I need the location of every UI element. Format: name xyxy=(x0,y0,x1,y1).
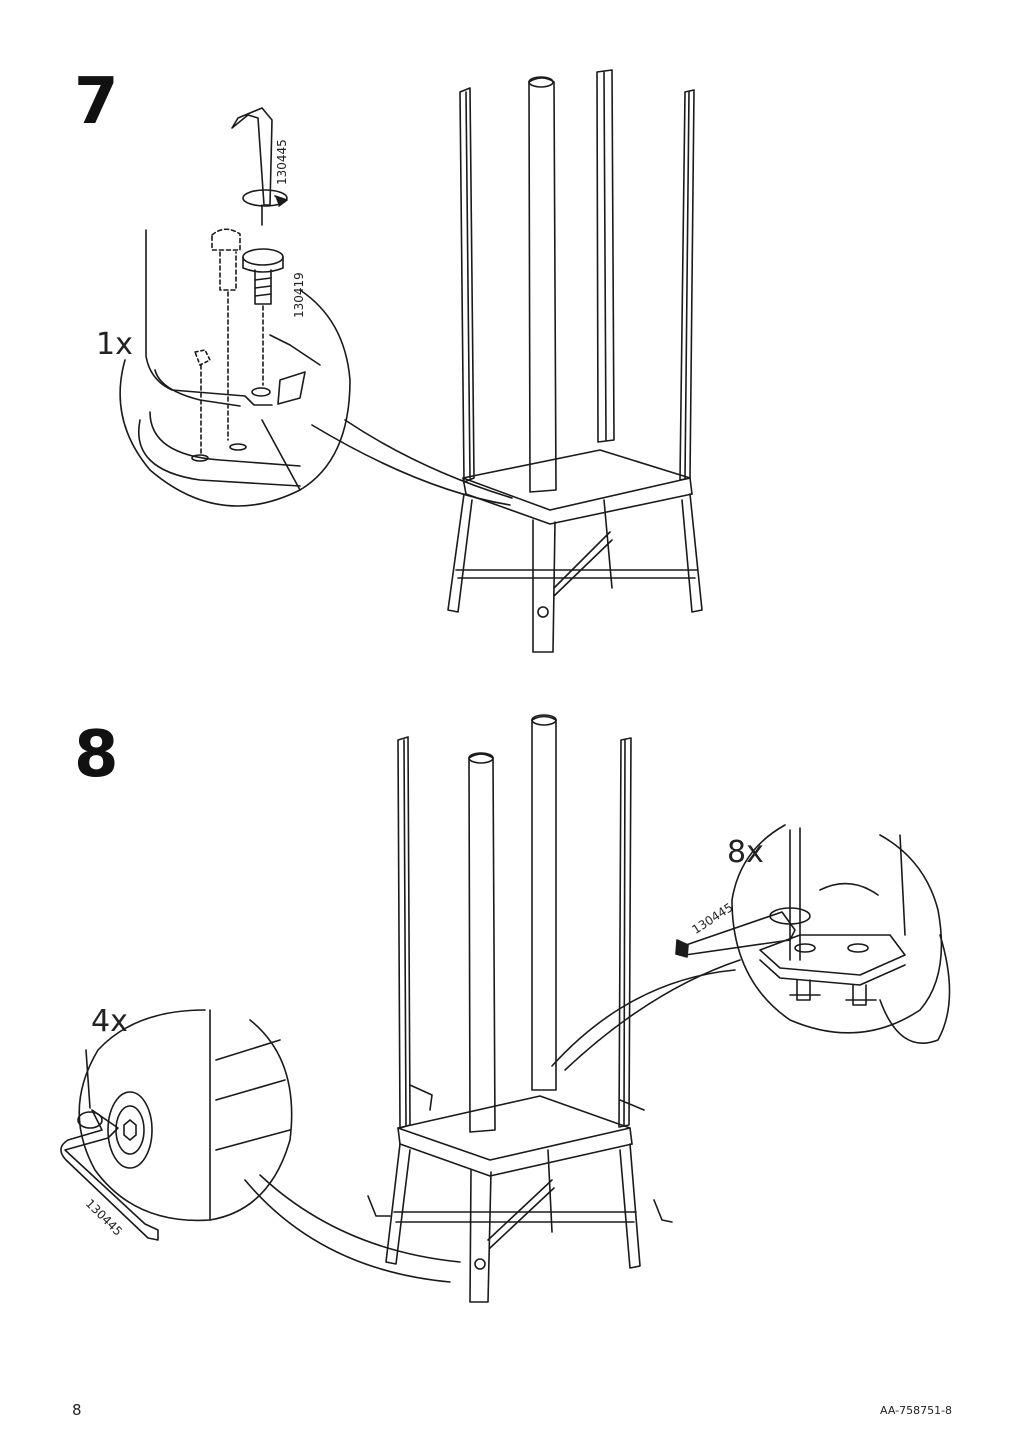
allen-key-icon xyxy=(232,108,272,225)
step-8-leg-quantity: 4x xyxy=(91,1004,128,1039)
step-7-quantity: 1x xyxy=(96,327,133,362)
step-7-detail-view xyxy=(120,108,512,506)
page-number: 8 xyxy=(72,1401,82,1419)
document-code: AA-758751-8 xyxy=(880,1404,953,1417)
bolt-icon xyxy=(243,249,283,385)
rotation-arrow-icon xyxy=(243,190,287,206)
stool-frame-illustration-8 xyxy=(368,715,672,1302)
step-8-number: 8 xyxy=(74,718,119,792)
step-8-leg-detail xyxy=(61,1010,460,1282)
step-7-number: 7 xyxy=(74,65,119,139)
stool-frame-illustration xyxy=(448,70,702,652)
step-8-bolt-detail xyxy=(552,825,950,1070)
